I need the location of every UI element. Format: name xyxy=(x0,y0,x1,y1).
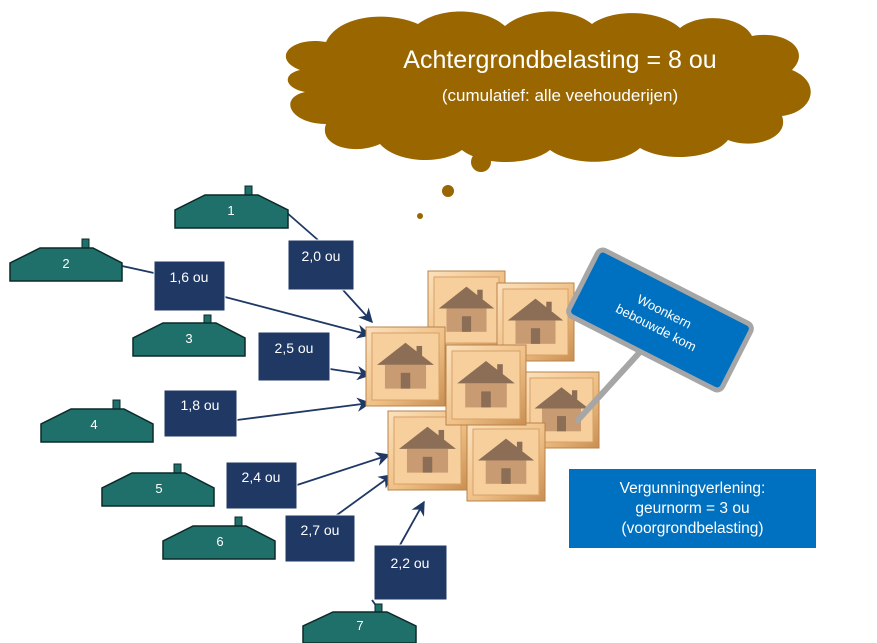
farm-1-stable xyxy=(174,194,289,229)
connector-4b xyxy=(236,397,372,421)
odour-label-2-text: 1,6 ou xyxy=(170,269,209,285)
sign-board xyxy=(566,247,754,393)
house-roof xyxy=(507,298,564,321)
house-chimney xyxy=(516,441,523,452)
house-tile xyxy=(365,326,446,407)
farm-4-number: 4 xyxy=(90,417,97,432)
house-door xyxy=(422,456,433,473)
odour-label-4-text: 1,8 ou xyxy=(181,397,220,413)
odour-labels: 2,0 ou 1,6 ou 2,5 ou 1,8 ou 2,4 ou 2,7 o… xyxy=(153,239,448,601)
farm-5-stable xyxy=(101,472,215,507)
connector-2b xyxy=(224,296,372,339)
village-houses xyxy=(365,270,600,502)
house-door xyxy=(400,372,411,389)
house-door xyxy=(557,416,566,432)
farm-6-number: 6 xyxy=(216,534,223,549)
farm-5: 5 xyxy=(101,463,215,507)
farm-7: 7 xyxy=(302,603,417,643)
cloud-subtitle: (cumulatief: alle veehouderijen) xyxy=(442,86,678,105)
farm-2-stable xyxy=(9,247,123,282)
farm-3: 3 xyxy=(132,314,246,357)
odour-label-1-text: 2,0 ou xyxy=(302,248,341,264)
house-roof xyxy=(399,426,456,449)
odour-label-4: 1,8 ou xyxy=(163,389,238,438)
cloud-title: Achtergrondbelasting = 8 ou xyxy=(403,46,716,74)
cloud-shape xyxy=(285,11,811,162)
odour-label-6: 2,7 ou xyxy=(284,514,356,563)
odour-label-3: 2,5 ou xyxy=(257,331,331,382)
house-door xyxy=(461,316,472,332)
house-door xyxy=(501,468,511,484)
house-tile xyxy=(466,422,546,502)
farms: 1 2 3 4 5 6 7 xyxy=(9,185,417,643)
house-roof xyxy=(438,286,495,309)
connector-lines xyxy=(121,211,425,615)
house-chimney xyxy=(477,289,483,300)
odour-label-5: 2,4 ou xyxy=(225,461,298,510)
house-chimney xyxy=(416,345,423,356)
sign-pole xyxy=(575,349,643,423)
connector-5b xyxy=(296,452,391,486)
house-tile xyxy=(523,371,600,449)
odour-label-7: 2,2 ou xyxy=(373,544,448,601)
thought-bubble-small xyxy=(417,213,423,219)
farm-7-stable xyxy=(302,611,417,643)
connector-7b xyxy=(399,500,425,546)
farm-3-stable xyxy=(132,322,246,357)
vergunning-line-2: geurnorm = 3 ou xyxy=(635,499,750,517)
odour-label-4-box xyxy=(163,389,238,438)
thought-cloud: Achtergrondbelasting = 8 ou (cumulatief:… xyxy=(285,11,811,219)
connector-1b xyxy=(342,289,373,324)
house-chimney xyxy=(438,429,445,440)
connector-1a xyxy=(285,211,319,241)
farm-2-number: 2 xyxy=(62,256,69,271)
connector-6b xyxy=(329,474,394,521)
woonkern-sign: Woonkern bebouwde kom xyxy=(566,247,754,423)
house-roof xyxy=(457,361,515,384)
house-roof xyxy=(534,387,589,409)
odour-label-3-text: 2,5 ou xyxy=(275,340,314,356)
odour-label-7-text: 2,2 ou xyxy=(391,555,430,571)
farm-4: 4 xyxy=(40,399,154,443)
connector-2a xyxy=(121,265,155,274)
house-door xyxy=(481,391,491,408)
house-door xyxy=(530,328,541,344)
thought-bubble-medium xyxy=(442,185,454,197)
farm-6-stable xyxy=(162,525,276,560)
farm-2: 2 xyxy=(9,238,123,282)
house-chimney xyxy=(546,301,552,312)
vergunning-box: Vergunningverlening: geurnorm = 3 ou (vo… xyxy=(569,469,816,548)
odour-label-1: 2,0 ou xyxy=(287,239,355,291)
vergunning-line-1: Vergunningverlening: xyxy=(619,479,766,497)
connector-3b xyxy=(329,365,372,381)
farm-1-number: 1 xyxy=(227,203,234,218)
farm-6: 6 xyxy=(162,516,276,560)
house-tile xyxy=(445,344,527,426)
odour-label-5-box xyxy=(225,461,298,510)
house-roof xyxy=(377,342,434,365)
farm-7-number: 7 xyxy=(356,618,363,633)
odour-label-5-text: 2,4 ou xyxy=(242,469,281,485)
farm-3-number: 3 xyxy=(185,331,192,346)
farm-4-stable xyxy=(40,408,154,443)
farm-1: 1 xyxy=(174,185,289,229)
odour-label-6-text: 2,7 ou xyxy=(301,522,340,538)
vergunning-line-3: (voorgrondbelasting) xyxy=(621,519,764,537)
house-roof xyxy=(477,438,535,461)
thought-bubble-large xyxy=(471,152,491,172)
odour-label-7-box xyxy=(373,544,448,601)
house-chimney xyxy=(497,364,503,374)
odour-label-1-box xyxy=(287,239,355,291)
odour-label-2-box xyxy=(153,260,226,312)
house-tile xyxy=(427,270,506,350)
house-chimney xyxy=(572,390,578,400)
odour-label-3-box xyxy=(257,331,331,382)
odour-label-6-box xyxy=(284,514,356,563)
odour-label-2: 1,6 ou xyxy=(153,260,226,312)
farm-5-number: 5 xyxy=(155,481,162,496)
